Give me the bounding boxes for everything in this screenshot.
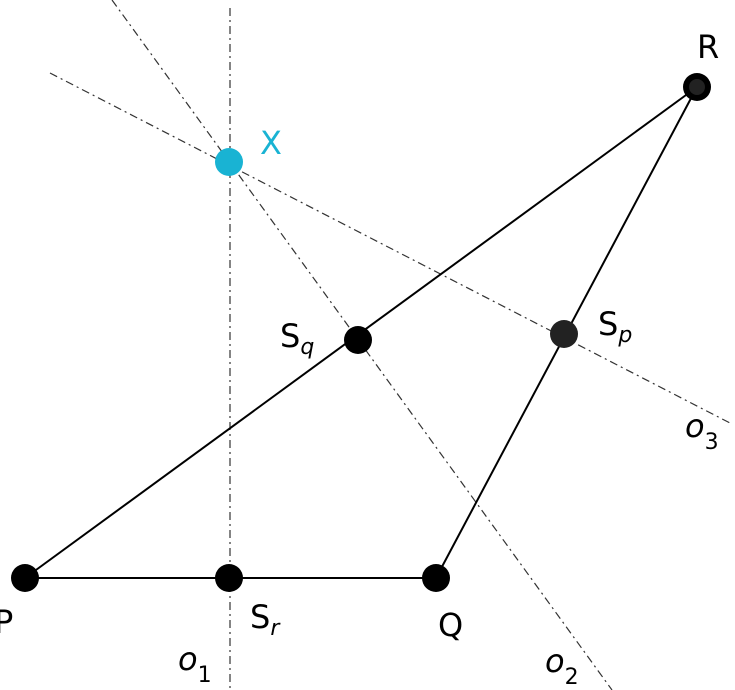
label-sq: Sq [280, 317, 314, 360]
label-sr-main: S [250, 598, 270, 636]
label-o3-sub: 3 [705, 430, 719, 455]
label-o1-main: o [178, 640, 198, 678]
label-o1: o1 [178, 640, 212, 688]
label-p: P [0, 603, 13, 641]
bisector-o3 [49, 72, 731, 424]
point-sq [344, 326, 372, 354]
label-x: X [260, 124, 282, 162]
label-sr-sub: r [270, 616, 281, 641]
label-o3: o3 [685, 407, 719, 455]
point-sp [550, 320, 578, 348]
label-o1-sub: 1 [198, 663, 212, 688]
label-sr: Sr [250, 598, 281, 641]
label-sq-sub: q [300, 335, 314, 360]
label-o2: o2 [545, 642, 579, 690]
point-p [11, 564, 39, 592]
label-o2-sub: 2 [565, 665, 579, 690]
point-x [215, 148, 243, 176]
label-sp-main: S [598, 305, 618, 343]
point-sr [215, 564, 243, 592]
label-sp-sub: p [617, 323, 632, 348]
label-sq-main: S [280, 317, 300, 355]
label-q: Q [438, 606, 463, 644]
label-o2-main: o [545, 642, 565, 680]
label-r: R [697, 28, 719, 66]
point-q [422, 564, 450, 592]
label-o3-main: o [685, 407, 705, 445]
label-sp: Sp [598, 305, 632, 348]
point-r-inner [689, 79, 705, 95]
